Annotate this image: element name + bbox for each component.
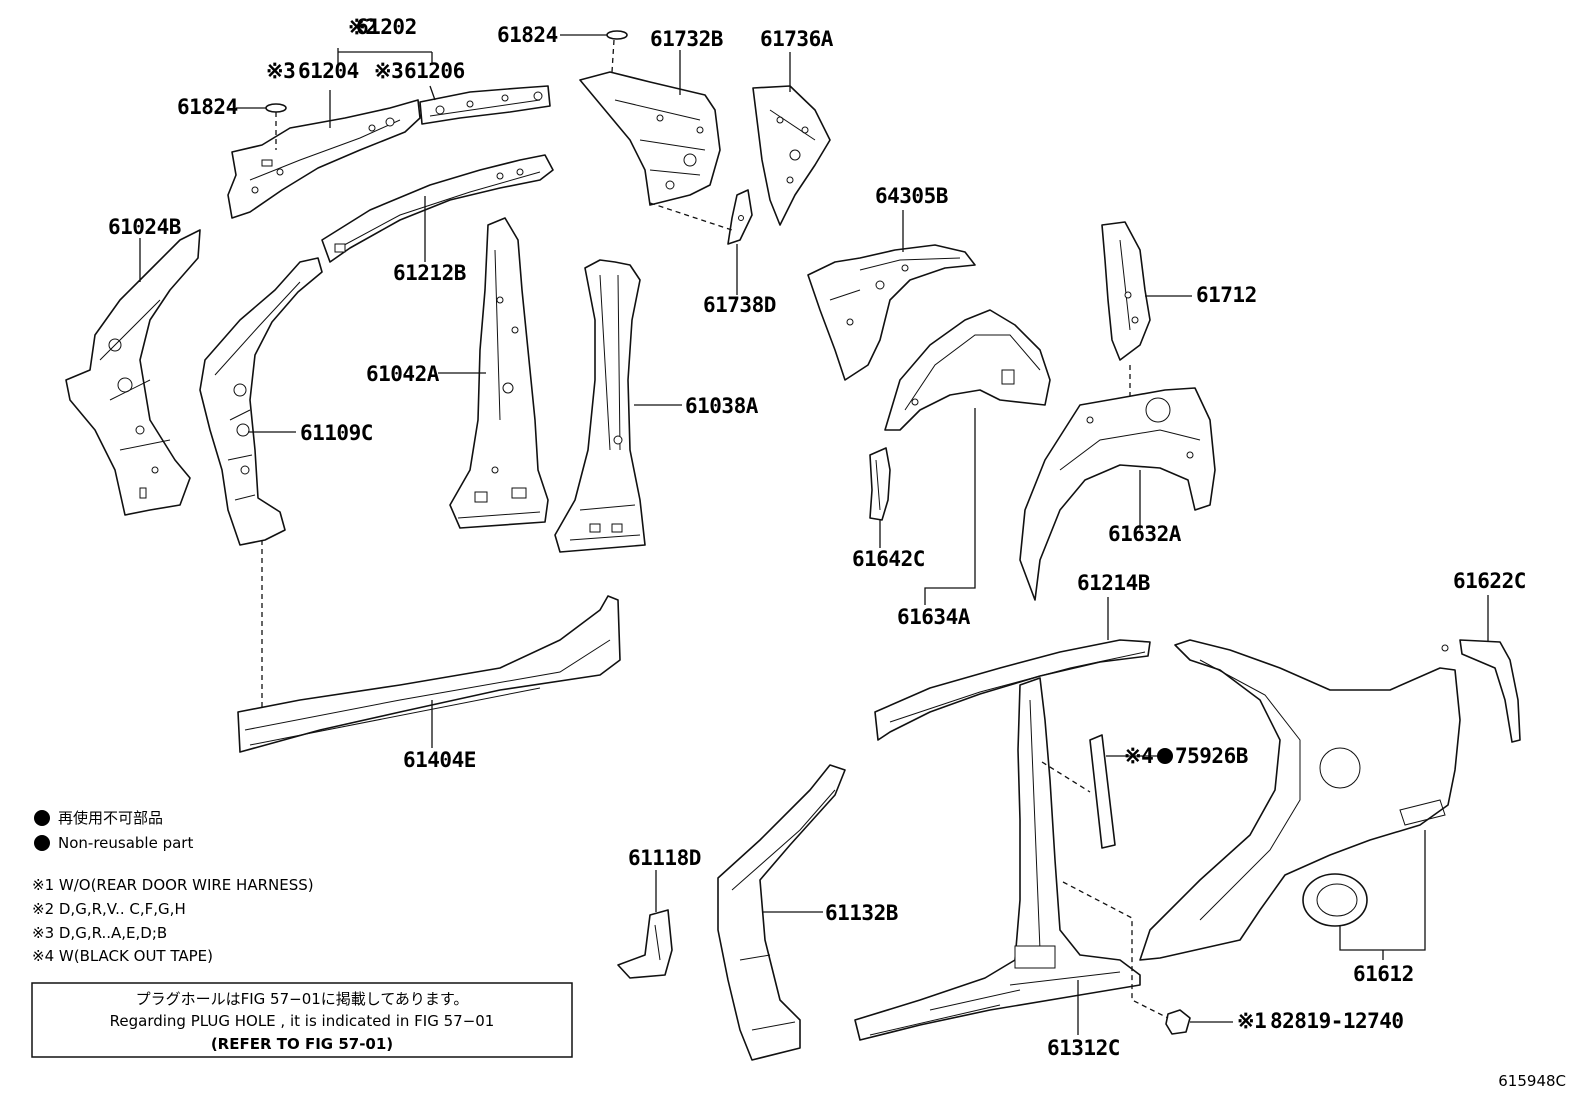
part-75926B-shape (1089, 734, 1116, 849)
label-61202-mark: ※2 (348, 15, 377, 39)
part-61642C-shape (869, 447, 891, 521)
label-82819-mark: ※1 (1237, 1009, 1266, 1033)
label-61214B: 61214B (1077, 571, 1150, 595)
reference-line-jp: プラグホールはFIG 57−01に掲載してあります。 (136, 990, 469, 1008)
part-61404E-shape (237, 595, 621, 753)
label-61204: 61204 (298, 59, 359, 83)
label-61024B: 61024B (108, 215, 181, 239)
part-61612-panel-shape (1139, 639, 1461, 961)
label-61404E: 61404E (403, 748, 476, 772)
part-61214B-shape (874, 639, 1151, 741)
legend-nonreusable-en: Non-reusable part (58, 834, 193, 852)
part-61204-shape (227, 99, 421, 219)
label-61824-top: 61824 (497, 23, 558, 47)
part-61038A-shape (554, 259, 646, 553)
label-61312C: 61312C (1047, 1036, 1120, 1060)
label-61712: 61712 (1196, 283, 1257, 307)
part-61824-left-shape (265, 103, 287, 113)
label-75926B: 75926B (1175, 744, 1248, 768)
part-61206-shape (419, 85, 551, 125)
diagram-id: 615948C (1498, 1072, 1566, 1090)
part-61118D-shape (617, 909, 673, 979)
part-61736A-shape (752, 85, 831, 226)
label-61118D: 61118D (628, 846, 701, 870)
label-61736A: 61736A (760, 27, 834, 51)
legend-nonreusable-jp: 再使用不可部品 (58, 809, 163, 827)
part-61732B-shape (579, 71, 721, 206)
part-61622C-shape (1441, 639, 1521, 743)
label-61212B: 61212B (393, 261, 466, 285)
legend-note-4: ※4 W(BLACK OUT TAPE) (32, 947, 213, 965)
part-82819-clip-shape (1165, 1009, 1191, 1035)
label-82819-12740: 82819-12740 (1270, 1009, 1404, 1033)
label-61732B: 61732B (650, 27, 723, 51)
legend-dot-jp (34, 810, 50, 826)
label-64305B: 64305B (875, 184, 948, 208)
part-61612-lid-shape (1302, 873, 1368, 927)
label-61206-mark: ※3 (374, 59, 403, 83)
label-75926B-mark: ※4 (1124, 744, 1153, 768)
label-61038A: 61038A (685, 394, 759, 418)
legend-note-2: ※2 D,G,R,V.. C,F,G,H (32, 900, 186, 918)
label-61622C: 61622C (1453, 569, 1526, 593)
label-61634A: 61634A (897, 605, 971, 629)
part-61634A-shape (884, 309, 1051, 431)
part-61042A-shape (449, 217, 549, 529)
label-61132B: 61132B (825, 901, 898, 925)
legend-dot-en (34, 835, 50, 851)
label-61738D: 61738D (703, 293, 776, 317)
part-61024B-shape (65, 229, 201, 516)
part-61132B-shape (717, 764, 846, 1061)
part-61712-shape (1101, 221, 1151, 361)
legend-note-1: ※1 W/O(REAR DOOR WIRE HARNESS) (32, 876, 314, 894)
label-61202: 61202 (356, 15, 417, 39)
part-61824-top-shape (606, 30, 628, 40)
label-61824-left: 61824 (177, 95, 238, 119)
part-64305B-shape (807, 244, 976, 381)
reference-line-refer: (REFER TO FIG 57-01) (211, 1035, 393, 1053)
label-61109C: 61109C (300, 421, 373, 445)
label-61042A: 61042A (366, 362, 440, 386)
nonreusable-marker-75926B (1157, 748, 1173, 764)
label-61632A: 61632A (1108, 522, 1182, 546)
part-61312C-shape (854, 677, 1141, 1041)
reference-box (31, 982, 573, 1058)
label-61642C: 61642C (852, 547, 925, 571)
part-61212B-shape (321, 154, 554, 263)
legend-note-3: ※3 D,G,R..A,E,D;B (32, 924, 167, 942)
part-61632A-shape (1019, 387, 1216, 601)
label-61612: 61612 (1353, 962, 1414, 986)
part-61109C-shape (199, 257, 323, 546)
reference-line-en: Regarding PLUG HOLE , it is indicated in… (110, 1012, 495, 1030)
label-61204-mark: ※3 (266, 59, 295, 83)
part-61738D-shape (727, 189, 753, 245)
label-61206: 61206 (404, 59, 465, 83)
